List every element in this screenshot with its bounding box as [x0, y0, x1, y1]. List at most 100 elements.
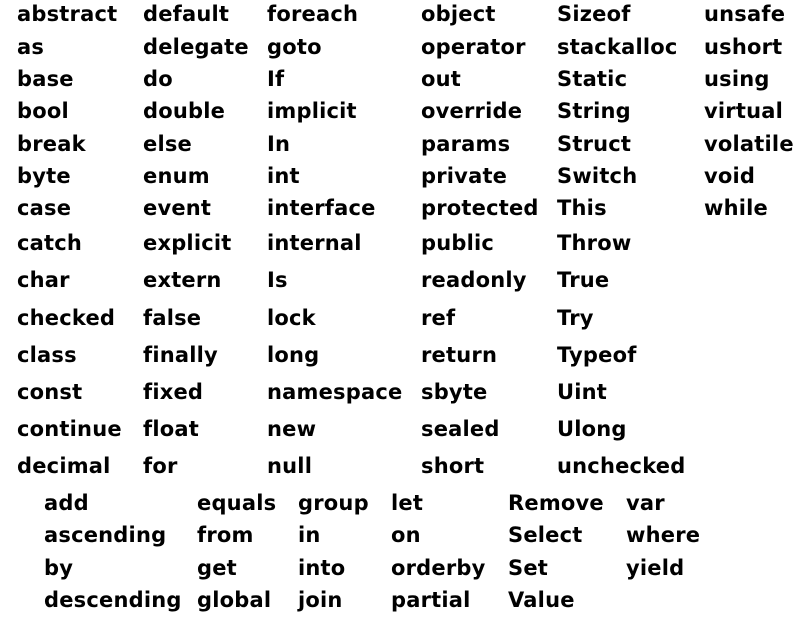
reserved-keyword: Switch [557, 164, 638, 188]
reserved-keyword: class [17, 343, 77, 367]
reserved-keyword: do [143, 67, 173, 91]
contextual-keyword: global [197, 588, 272, 612]
contextual-keyword: Set [508, 556, 549, 580]
contextual-keyword: descending [44, 588, 182, 612]
reserved-keyword: char [17, 268, 70, 292]
reserved-keyword: If [267, 67, 285, 91]
reserved-keyword: delegate [143, 35, 249, 59]
contextual-keyword: get [197, 556, 237, 580]
reserved-keyword: Typeof [557, 343, 637, 367]
reserved-keyword: Uint [557, 380, 608, 404]
contextual-keyword: group [298, 491, 369, 515]
reserved-keyword: namespace [267, 380, 403, 404]
contextual-keyword: by [44, 556, 74, 580]
reserved-keyword: long [267, 343, 320, 367]
reserved-keyword: stackalloc [557, 35, 678, 59]
reserved-keyword: ref [421, 306, 456, 330]
reserved-keyword: Ulong [557, 417, 627, 441]
contextual-keyword: where [626, 523, 701, 547]
reserved-keyword: override [421, 99, 523, 123]
reserved-keyword: In [267, 132, 291, 156]
reserved-keyword: finally [143, 343, 218, 367]
reserved-keyword: ushort [704, 35, 783, 59]
reserved-keyword: new [267, 417, 317, 441]
reserved-keyword: lock [267, 306, 316, 330]
contextual-keyword: yield [626, 556, 685, 580]
reserved-keyword: Sizeof [557, 2, 631, 26]
reserved-keyword: goto [267, 35, 322, 59]
reserved-keyword: operator [421, 35, 526, 59]
reserved-keyword: String [557, 99, 631, 123]
reserved-keyword: while [704, 196, 768, 220]
contextual-keyword: in [298, 523, 321, 547]
contextual-keyword: let [391, 491, 424, 515]
reserved-keyword: implicit [267, 99, 357, 123]
reserved-keyword: bool [17, 99, 69, 123]
contextual-keyword: from [197, 523, 254, 547]
reserved-keyword: continue [17, 417, 122, 441]
reserved-keyword: Struct [557, 132, 632, 156]
reserved-keyword: out [421, 67, 462, 91]
reserved-keyword: extern [143, 268, 222, 292]
reserved-keyword: else [143, 132, 192, 156]
reserved-keyword: volatile [704, 132, 793, 156]
reserved-keyword: default [143, 2, 230, 26]
reserved-keyword: case [17, 196, 72, 220]
reserved-keyword: false [143, 306, 202, 330]
reserved-keyword: unchecked [557, 454, 686, 478]
reserved-keyword: Static [557, 67, 628, 91]
contextual-keyword: var [626, 491, 665, 515]
contextual-keyword: ascending [44, 523, 167, 547]
reserved-keyword: abstract [17, 2, 118, 26]
reserved-keyword: True [557, 268, 610, 292]
reserved-keyword: enum [143, 164, 210, 188]
reserved-keyword: interface [267, 196, 376, 220]
reserved-keyword: checked [17, 306, 116, 330]
contextual-keyword: equals [197, 491, 277, 515]
contextual-keyword: add [44, 491, 89, 515]
reserved-keyword: private [421, 164, 508, 188]
reserved-keyword: fixed [143, 380, 204, 404]
reserved-keyword: internal [267, 231, 362, 255]
reserved-keyword: foreach [267, 2, 359, 26]
reserved-keyword: byte [17, 164, 71, 188]
reserved-keyword: catch [17, 231, 83, 255]
reserved-keyword: float [143, 417, 199, 441]
reserved-keyword: break [17, 132, 86, 156]
reserved-keyword: decimal [17, 454, 111, 478]
reserved-keyword: This [557, 196, 607, 220]
reserved-keyword: const [17, 380, 83, 404]
reserved-keyword: return [421, 343, 498, 367]
reserved-keyword: explicit [143, 231, 232, 255]
reserved-keyword: protected [421, 196, 539, 220]
contextual-keyword: into [298, 556, 346, 580]
reserved-keyword: using [704, 67, 770, 91]
reserved-keyword: public [421, 231, 495, 255]
contextual-keyword: join [298, 588, 343, 612]
contextual-keyword: Remove [508, 491, 604, 515]
reserved-keyword: short [421, 454, 485, 478]
contextual-keyword: orderby [391, 556, 486, 580]
reserved-keyword: event [143, 196, 212, 220]
reserved-keyword: void [704, 164, 756, 188]
reserved-keyword: Is [267, 268, 288, 292]
contextual-keyword: on [391, 523, 421, 547]
reserved-keyword: virtual [704, 99, 784, 123]
reserved-keyword: unsafe [704, 2, 786, 26]
reserved-keyword: sbyte [421, 380, 488, 404]
reserved-keyword: params [421, 132, 511, 156]
contextual-keyword: Value [508, 588, 575, 612]
reserved-keyword: base [17, 67, 74, 91]
reserved-keyword: Try [557, 306, 594, 330]
reserved-keyword: null [267, 454, 313, 478]
reserved-keyword: for [143, 454, 178, 478]
reserved-keyword: object [421, 2, 496, 26]
contextual-keyword: partial [391, 588, 471, 612]
reserved-keyword: readonly [421, 268, 527, 292]
contextual-keyword: Select [508, 523, 583, 547]
reserved-keyword: double [143, 99, 226, 123]
reserved-keyword: sealed [421, 417, 500, 441]
reserved-keyword: int [267, 164, 300, 188]
reserved-keyword: as [17, 35, 45, 59]
